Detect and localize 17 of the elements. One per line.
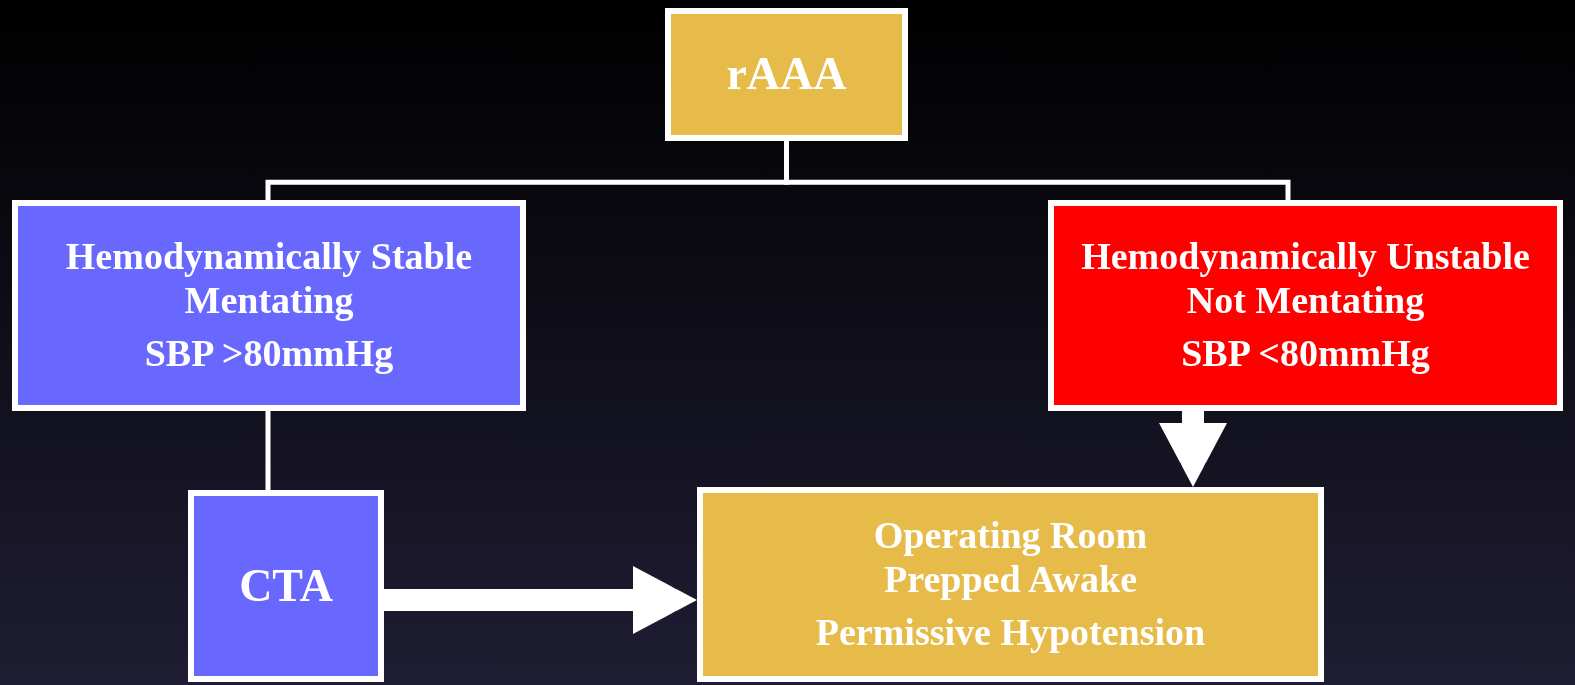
connector-line bbox=[784, 141, 1291, 200]
process-box bbox=[697, 487, 1324, 682]
process-box bbox=[188, 490, 384, 682]
process-box bbox=[12, 200, 526, 411]
process-box bbox=[1048, 200, 1563, 411]
node-label: Hemodynamically Stable Mentating bbox=[64, 234, 474, 323]
block-arrow bbox=[384, 566, 697, 634]
block-arrow bbox=[1159, 411, 1227, 487]
node-label: CTA bbox=[239, 559, 333, 613]
node-label: Hemodynamically Unstable Not Mentating bbox=[1080, 234, 1531, 323]
node-label: Permissive Hypotension bbox=[815, 611, 1206, 656]
connector-line bbox=[265, 411, 271, 490]
process-box bbox=[665, 8, 908, 141]
node-label: rAAA bbox=[726, 48, 847, 101]
node-label: Operating Room Prepped Awake bbox=[872, 513, 1149, 602]
node-label: SBP <80mmHg bbox=[1181, 332, 1430, 377]
node-label: SBP >80mmHg bbox=[144, 332, 394, 377]
